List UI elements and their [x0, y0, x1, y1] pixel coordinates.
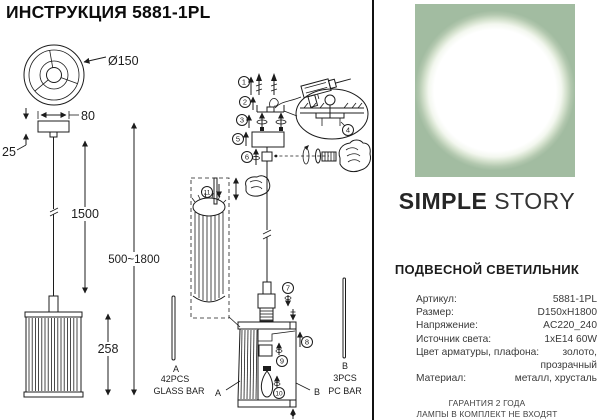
brand-word-primary: SIMPLE	[398, 188, 488, 214]
dimension-label-diameter: Ø150	[108, 54, 139, 68]
spec-row-article: Артикул: 5881-1PL	[416, 293, 597, 306]
glass-bar-sample: A 42PCS GLASS BAR	[153, 295, 205, 396]
spec-value: 5881-1PL	[552, 294, 597, 305]
svg-text:2: 2	[243, 98, 247, 107]
glass-bar-qty: 42PCS	[161, 374, 190, 384]
pc-bar-sample: B 3PCS PC BAR	[328, 277, 362, 396]
pc-bar-marker: B	[342, 361, 348, 371]
svg-text:11: 11	[204, 190, 211, 197]
dimension-label-cord: 1500	[71, 207, 99, 221]
step-badge-10	[273, 387, 285, 399]
shade-marker-a: A	[215, 388, 221, 398]
step-badge-9	[276, 355, 288, 367]
spec-row-voltage: Напряжение: AC220_240	[416, 319, 597, 332]
spec-value: металл, хрусталь	[514, 373, 597, 385]
spec-row-light-source: Источник света: 1xE14 60W	[416, 333, 597, 346]
spec-label: Материал:	[416, 373, 467, 385]
brand-word-secondary: STORY	[494, 188, 576, 214]
dimension-label-canopy-height: 25	[2, 145, 16, 159]
step-badge-4	[342, 124, 354, 136]
spec-row-material: Материал: металл, хрусталь	[416, 372, 597, 385]
step-badge-8	[301, 336, 313, 348]
glass-bar-name: GLASS BAR	[153, 386, 205, 396]
lamp-socket	[257, 281, 276, 322]
dimension-label-shade: 258	[98, 342, 119, 356]
spec-row-color: Цвет арматуры, плафона: золото, прозрачн…	[416, 346, 597, 372]
panel-divider	[372, 0, 374, 420]
bulb-icon	[260, 366, 274, 398]
canopy	[37, 120, 70, 133]
cord-connector	[261, 151, 273, 162]
svg-text:10: 10	[275, 391, 283, 398]
shade-front	[23, 311, 84, 398]
drill-icon	[300, 78, 351, 108]
spec-label: Источник света:	[416, 333, 492, 345]
spec-list: Артикул: 5881-1PL Размер: D150xH1800 Нап…	[416, 293, 597, 385]
svg-text:4: 4	[346, 126, 350, 135]
pendant-front-drawing: 80 25	[2, 108, 164, 398]
bar-insert-detail: 11	[190, 177, 241, 328]
warranty-note: ГАРАНТИЯ 2 ГОДА	[448, 398, 526, 408]
svg-text:9: 9	[280, 357, 284, 366]
page-title: ИНСТРУКЦИЯ 5881-1PL	[6, 2, 211, 22]
spec-value: 1xE14 60W	[544, 333, 597, 345]
step-badge-11	[201, 186, 213, 198]
shade-frame	[237, 321, 297, 408]
svg-text:5: 5	[236, 135, 240, 144]
dimension-label-width: 80	[81, 109, 95, 123]
footer-notes: ГАРАНТИЯ 2 ГОДА ЛАМПЫ В КОМПЛЕКТ НЕ ВХОД…	[374, 398, 600, 419]
spec-value: золото, прозрачный	[540, 346, 597, 372]
brand-logo: SIMPLE STORY	[374, 188, 600, 215]
spec-label: Артикул:	[416, 294, 457, 305]
spec-value: D150xH1800	[537, 307, 597, 319]
spec-row-size: Размер: D150xH1800	[416, 306, 597, 319]
product-type: ПОДВЕСНОЙ СВЕТИЛЬНИК	[394, 262, 580, 277]
canopy-top-view-drawing: Ø150	[23, 44, 139, 106]
product-photo	[415, 4, 575, 177]
anchor-bolt-icon	[255, 73, 278, 95]
screw-icon	[256, 112, 287, 131]
ceiling-detail-bubble: 4	[283, 88, 369, 140]
spec-value: AC220_240	[543, 320, 597, 332]
spec-label: Размер:	[416, 307, 454, 319]
spec-label: Напряжение:	[416, 320, 478, 332]
pc-bar-qty: 3PCS	[333, 373, 357, 383]
power-cable	[274, 96, 302, 109]
shade-marker-b: B	[314, 387, 320, 397]
spec-label: Цвет арматуры, плафона:	[416, 346, 540, 358]
svg-text:1: 1	[242, 78, 246, 87]
adjust-hand-icon	[245, 175, 271, 197]
canopy-assembly	[251, 131, 285, 148]
svg-text:6: 6	[245, 153, 249, 162]
lamps-note: ЛАМПЫ В КОМПЛЕКТ НЕ ВХОДЯТ	[416, 408, 558, 419]
svg-text:7: 7	[286, 284, 290, 293]
assembly-diagram: 1	[153, 73, 371, 419]
dimension-label-total: 500~1800	[108, 254, 160, 266]
mounting-bracket	[256, 98, 285, 113]
hand-icon	[338, 139, 371, 173]
step-badge-5	[232, 133, 244, 145]
step-badge-7	[282, 282, 294, 294]
svg-text:8: 8	[305, 338, 309, 347]
svg-text:3: 3	[240, 116, 244, 125]
pc-bar-name: PC BAR	[328, 386, 362, 396]
glass-bar-marker: A	[173, 364, 179, 374]
technical-drawing: Ø150 80 25	[2, 44, 371, 419]
